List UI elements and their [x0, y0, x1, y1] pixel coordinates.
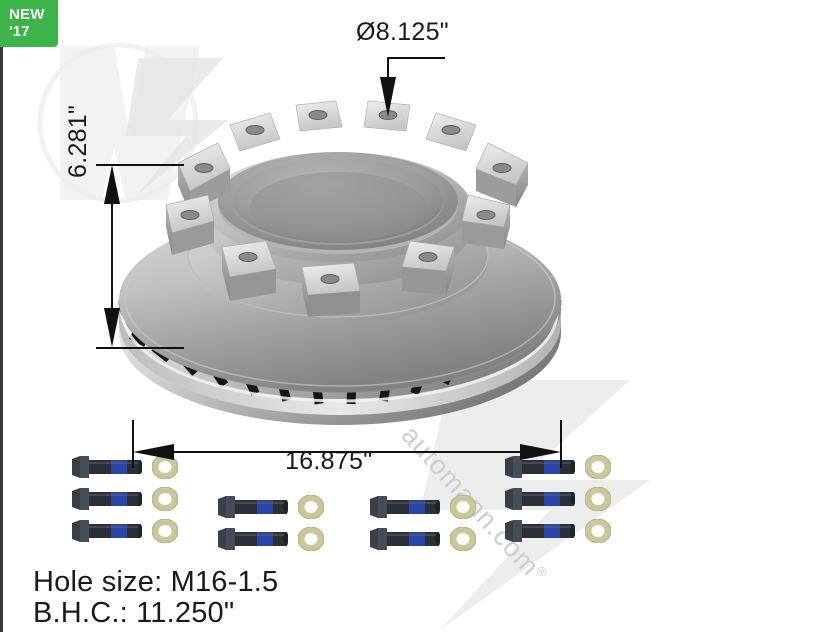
- flat-washer: [585, 487, 611, 511]
- flat-washer: [585, 519, 611, 543]
- image-left-border: [0, 0, 3, 632]
- hub-mounting-lugs: [165, 100, 529, 317]
- spec-hole-size: Hole size: M16-1.5: [33, 566, 279, 598]
- badge-line-2: '17: [9, 23, 30, 40]
- height-dimension-arrow: [104, 165, 120, 347]
- brake-rotor-illustration: [118, 100, 562, 425]
- flat-washer: [152, 519, 178, 543]
- flat-washer: [585, 455, 611, 479]
- lug-bolt-holes: [180, 110, 512, 284]
- wheel-stud-bolt: [218, 496, 288, 518]
- flat-washer: [298, 495, 324, 519]
- wheel-stud-bolt: [505, 520, 575, 542]
- height-dimension-label: 6.281": [64, 104, 92, 178]
- wheel-stud-bolt: [370, 528, 440, 550]
- badge-line-1: NEW: [9, 6, 45, 23]
- flat-washer: [298, 527, 324, 551]
- wheel-stud-bolt: [505, 456, 575, 478]
- wheel-stud-bolt: [72, 520, 142, 542]
- flat-washer: [152, 455, 178, 479]
- spec-bhc: B.H.C.: 11.250": [33, 597, 235, 629]
- height-ext-line-bottom: [96, 347, 184, 349]
- bore-diameter-label: Ø8.125": [356, 18, 449, 46]
- width-ext-line-right: [560, 420, 562, 468]
- height-ext-line-top: [96, 164, 184, 166]
- bore-diameter-leader: [380, 57, 445, 117]
- flat-washer: [450, 495, 476, 519]
- width-ext-line-left: [132, 420, 134, 468]
- wheel-stud-bolt: [72, 488, 142, 510]
- wheel-stud-bolt: [218, 528, 288, 550]
- new-2017-badge: NEW '17: [0, 0, 58, 47]
- width-dimension-arrow: [133, 444, 561, 460]
- flat-washer: [450, 527, 476, 551]
- flat-washer: [152, 487, 178, 511]
- wheel-stud-bolt: [505, 488, 575, 510]
- wheel-stud-bolt: [370, 496, 440, 518]
